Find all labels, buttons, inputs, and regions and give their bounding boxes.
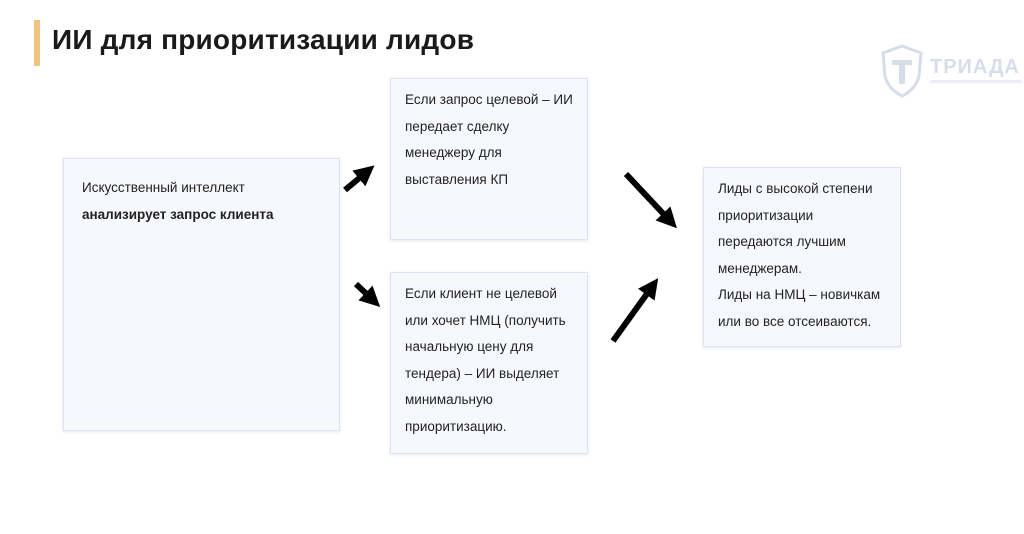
source-line-2-bold: анализирует запрос клиента bbox=[82, 206, 274, 222]
target-box: Если запрос целевой – ИИ передает сделку… bbox=[390, 78, 588, 240]
title-accent-bar bbox=[34, 20, 40, 66]
result-line-2: Лиды на НМЦ – новичкам или во все отсеив… bbox=[718, 287, 881, 329]
non-target-text: Если клиент не целевой или хочет НМЦ (по… bbox=[405, 286, 566, 434]
target-text: Если запрос целевой – ИИ передает сделку… bbox=[405, 92, 573, 187]
source-box: Искусственный интеллект анализирует запр… bbox=[63, 158, 340, 431]
source-line-1: Искусственный интеллект bbox=[82, 180, 245, 195]
result-line-1: Лиды с высокой степени приоритизации пер… bbox=[718, 181, 873, 276]
arrow-source-to-nontarget bbox=[353, 281, 381, 307]
page-title: ИИ для приоритизации лидов bbox=[52, 24, 475, 55]
non-target-box: Если клиент не целевой или хочет НМЦ (по… bbox=[390, 272, 588, 454]
arrow-source-to-target bbox=[343, 165, 375, 193]
result-box: Лиды с высокой степени приоритизации пер… bbox=[703, 167, 901, 347]
logo-text: ТРИАДА bbox=[930, 56, 1020, 78]
arrow-nontarget-to-result bbox=[610, 278, 659, 343]
shield-t-icon bbox=[881, 44, 923, 98]
arrow-target-to-result bbox=[623, 171, 677, 229]
logo-tagline-line bbox=[930, 80, 1022, 83]
company-logo: ТРИАДА bbox=[880, 44, 1024, 100]
